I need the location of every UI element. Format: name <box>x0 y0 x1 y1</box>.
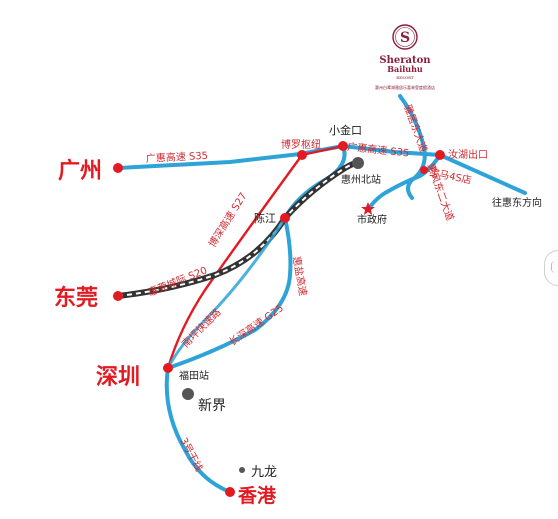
huizhou-north-dot-icon <box>352 157 364 169</box>
road-yaju-east <box>398 94 427 200</box>
label-huiyan: 惠盐高速 <box>290 255 310 297</box>
city-shenzhen: 深圳 <box>96 365 140 390</box>
logo-resort: RESORT <box>396 75 414 80</box>
city-dot-icon <box>113 291 123 301</box>
label-guanghui-s35-east: 广惠高速 S35 <box>347 140 410 159</box>
label-yaju-east: 雅居东大道 <box>401 103 430 154</box>
label-changshen-g25: 长深高速 G25 <box>226 301 286 348</box>
road-huifeng-east <box>366 153 442 212</box>
place-ruhu-exit: 汝湖出口 <box>448 148 488 161</box>
city-dongguan: 东莞 <box>54 285 98 311</box>
star-icon <box>361 202 375 215</box>
chenjiang-dot-icon <box>280 213 290 223</box>
city-dot-icon <box>163 363 173 373</box>
city-dot-icon <box>113 163 123 173</box>
place-jiulong: 九龙 <box>251 465 277 480</box>
label-line3: 3号干线 <box>177 435 206 473</box>
place-xinjie: 新界 <box>198 398 226 414</box>
place-futian: 福田站 <box>179 369 209 382</box>
rail-huiguan-s20 <box>115 159 363 299</box>
place-chenjiang: 陈江 <box>254 211 276 225</box>
markers <box>113 141 445 497</box>
road-line3 <box>164 366 232 494</box>
city-dot-icon <box>225 487 235 497</box>
road-boshen-s27 <box>166 144 345 370</box>
logo-brand: Sheraton <box>379 55 431 66</box>
xinjie-dot-icon <box>182 388 194 400</box>
baoma-dot-icon <box>420 166 428 174</box>
boluo-dot-icon <box>297 150 307 160</box>
logo-sub: Bailuhu <box>387 64 423 74</box>
road-nanping <box>166 216 287 370</box>
place-boluo-interchange: 博罗枢纽 <box>281 138 321 151</box>
city-hongkong: 香港 <box>237 485 277 507</box>
road-changshen-g25 <box>166 216 293 370</box>
xiaojinkou-dot-icon <box>338 141 348 151</box>
place-shizhengfu: 市政府 <box>357 213 387 226</box>
label-nanping: 南坪快速路 <box>179 306 224 351</box>
city-guangzhou: 广州 <box>58 158 102 184</box>
jiulong-dot-icon <box>239 467 245 473</box>
logo-cn-line: 惠州白鹭湖雅居乐喜来登度假酒店 <box>375 84 435 90</box>
ruhu-dot-icon <box>435 150 445 160</box>
place-xiaojinkou: 小金口 <box>329 123 362 137</box>
label-boshen-s27: 博深高速 S27 <box>206 190 250 250</box>
svg-text:S: S <box>400 30 410 46</box>
sheraton-logo: S Sheraton Bailuhu RESORT 惠州白鹭湖雅居乐喜来登度假酒… <box>375 24 435 90</box>
sheraton-emblem-icon: S <box>392 24 418 50</box>
place-huidong: 往惠东方向 <box>492 196 542 209</box>
label-guanghui-s35: 广惠高速 S35 <box>145 149 208 165</box>
place-huizhou-north: 惠州北站 <box>341 173 381 186</box>
side-scroll-handle[interactable] <box>544 250 558 286</box>
